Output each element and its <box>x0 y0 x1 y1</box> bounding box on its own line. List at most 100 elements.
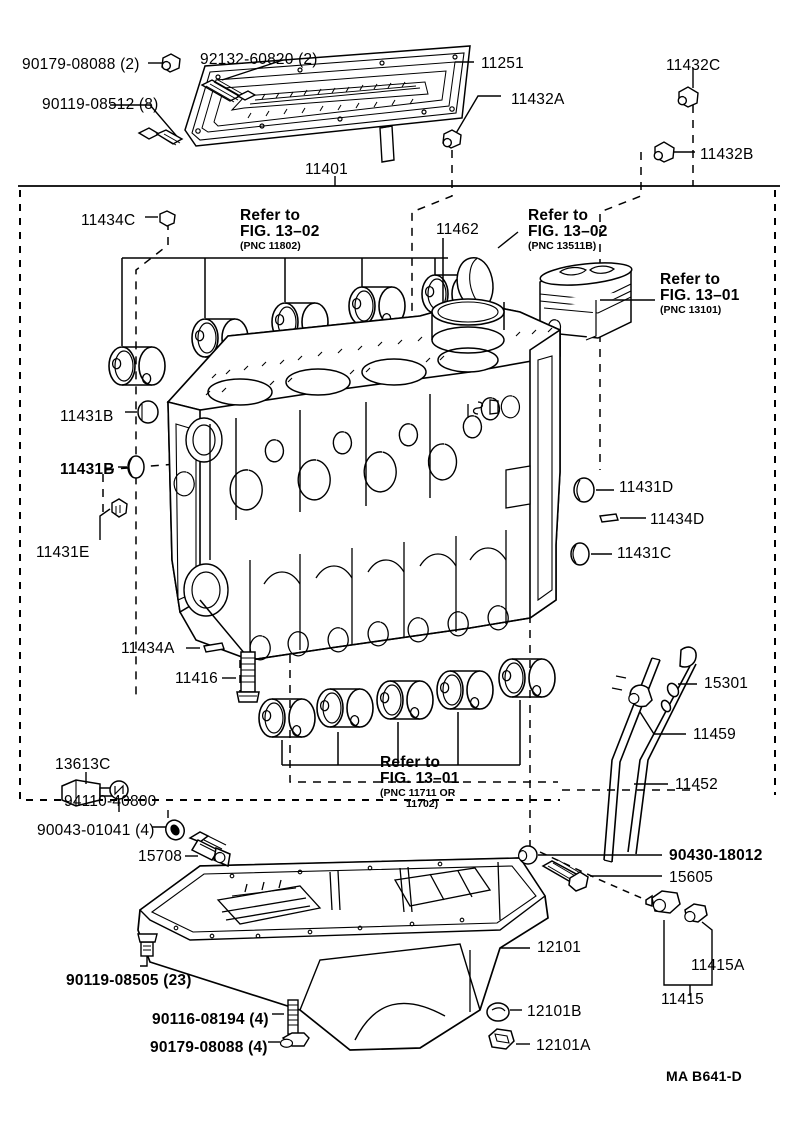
label-13613c: 13613C <box>55 756 111 773</box>
label-11401: 11401 <box>305 161 348 178</box>
gasket-90430-18012 <box>518 845 538 865</box>
plug-11431b-2 <box>127 455 145 479</box>
refer-pnc: (PNC 13101) <box>660 303 722 316</box>
bearing-lower-1 <box>258 698 316 738</box>
plug-11431d <box>573 477 595 503</box>
label-11434c: 11434C <box>81 212 136 229</box>
plug-11431e <box>111 498 128 518</box>
label-11431c: 11431C <box>617 545 672 562</box>
label-90119-08512: 90119-08512 (8) <box>42 96 159 113</box>
piston-illustration <box>539 262 633 341</box>
sensor-13613c <box>61 779 117 807</box>
label-11431d: 11431D <box>619 479 674 496</box>
pin-11434d <box>599 513 619 523</box>
refer-line-1: Refer to <box>660 271 721 288</box>
leader-lines-dipstick <box>634 683 697 785</box>
label-90430-18012: 90430-18012 <box>669 847 763 864</box>
main-bearings-upper <box>121 257 448 346</box>
refer-pnc: (PNC 13511B) <box>528 239 597 252</box>
label-12101a: 12101A <box>536 1037 591 1054</box>
refer-line-2: FIG. 13–01 <box>380 770 460 788</box>
refer-line-2: FIG. 13–02 <box>240 223 320 241</box>
fastener-90179-08088-top <box>161 53 181 73</box>
label-15708: 15708 <box>138 848 183 865</box>
fastener-92132-60820 <box>200 79 257 103</box>
bearing-upper-1 <box>108 346 166 386</box>
label-11434a: 11434A <box>121 640 175 657</box>
plug-11432b <box>653 141 675 163</box>
refer-pnc: (PNC 11711 OR <box>380 786 456 799</box>
diagram-code: MA B641-D <box>666 1068 743 1084</box>
refer-note-11711: Refer to FIG. 13–01 (PNC 11711 OR 11702) <box>380 754 460 810</box>
refer-note-13511b: Refer to FIG. 13–02 (PNC 13511B) <box>528 207 608 252</box>
inner-dashed-guides <box>102 105 700 846</box>
label-92132-60820: 92132-60820 (2) <box>200 51 318 68</box>
bearing-lower-4 <box>436 670 494 710</box>
label-11431b-first: 11431B <box>60 408 114 425</box>
label-90116-08194: 90116-08194 (4) <box>152 1011 269 1028</box>
refer-line-2: FIG. 13–01 <box>660 287 740 305</box>
label-11459: 11459 <box>693 726 736 743</box>
gasket-12101b <box>486 1002 510 1022</box>
label-12101: 12101 <box>537 939 582 956</box>
label-11452: 11452 <box>675 776 718 793</box>
label-11416: 11416 <box>175 670 218 687</box>
plug-11431c <box>570 542 590 566</box>
label-11462: 11462 <box>436 221 479 238</box>
label-11432b: 11432B <box>700 146 754 163</box>
refer-line-1: Refer to <box>380 754 441 771</box>
label-11251: 11251 <box>481 55 524 72</box>
bolt-90116-08194 <box>287 999 299 1035</box>
bearing-lower-2 <box>316 688 374 728</box>
label-11432c: 11432C <box>666 57 721 74</box>
label-94110-40800: 94110-40800 <box>64 793 157 810</box>
bolt-15605 <box>541 859 589 892</box>
label-11415a: 11415A <box>691 957 745 974</box>
washer-90043-01041 <box>165 819 185 841</box>
oil-pan-illustration <box>137 857 549 1051</box>
label-11415: 11415 <box>661 991 704 1008</box>
bolt-90119-08505 <box>137 933 158 957</box>
assembly-boundary-dashed <box>19 190 776 801</box>
refer-line-1: Refer to <box>240 207 301 224</box>
bolt-11416 <box>236 651 260 703</box>
bearing-lower-3 <box>376 680 434 720</box>
label-12101b: 12101B <box>527 1003 582 1020</box>
plug-11415 <box>645 890 681 914</box>
cylinder-head-gasket-illustration <box>184 45 471 163</box>
label-90119-08505: 90119-08505 (23) <box>66 972 192 989</box>
label-15301: 15301 <box>704 675 749 692</box>
refer-note-11802: Refer to FIG. 13–02 (PNC 11802) <box>240 207 320 252</box>
plug-11415a <box>684 903 708 923</box>
label-11432a: 11432A <box>511 91 565 108</box>
label-90179-08088-bottom: 90179-08088 (4) <box>150 1039 268 1056</box>
refer-note-13101: Refer to FIG. 13–01 (PNC 13101) <box>660 271 740 316</box>
plug-11432a <box>442 129 462 149</box>
plug-11431b-1 <box>137 400 159 424</box>
label-15605: 15605 <box>669 869 714 886</box>
cylinder-block-illustration <box>166 298 561 661</box>
label-11434d: 11434D <box>650 511 705 528</box>
drain-plug-12101a <box>488 1028 515 1050</box>
refer-line-2: FIG. 13–02 <box>528 223 608 241</box>
dipstick-assembly <box>603 646 697 863</box>
plug-11434c <box>159 210 176 227</box>
leader-lines-11415 <box>663 920 713 996</box>
pin-11434a <box>203 642 225 653</box>
label-90043-01041: 90043-01041 (4) <box>37 822 155 839</box>
bearing-lower-5 <box>498 658 556 698</box>
label-90179-08088-top: 90179-08088 (2) <box>22 56 140 73</box>
plug-11432c <box>677 86 699 108</box>
dashed-leader-11415 <box>539 851 647 901</box>
union-15708 <box>188 831 231 868</box>
main-bearings-lower <box>281 700 521 766</box>
label-11431b-second: 11431B <box>60 461 115 478</box>
nut-90179-08088-bottom <box>279 1032 310 1048</box>
label-11431e: 11431E <box>36 544 90 561</box>
refer-line-1: Refer to <box>528 207 589 224</box>
leader-lines-top <box>110 59 695 186</box>
bushing-11462 <box>456 257 494 309</box>
fastener-90119-08512 <box>137 127 184 146</box>
